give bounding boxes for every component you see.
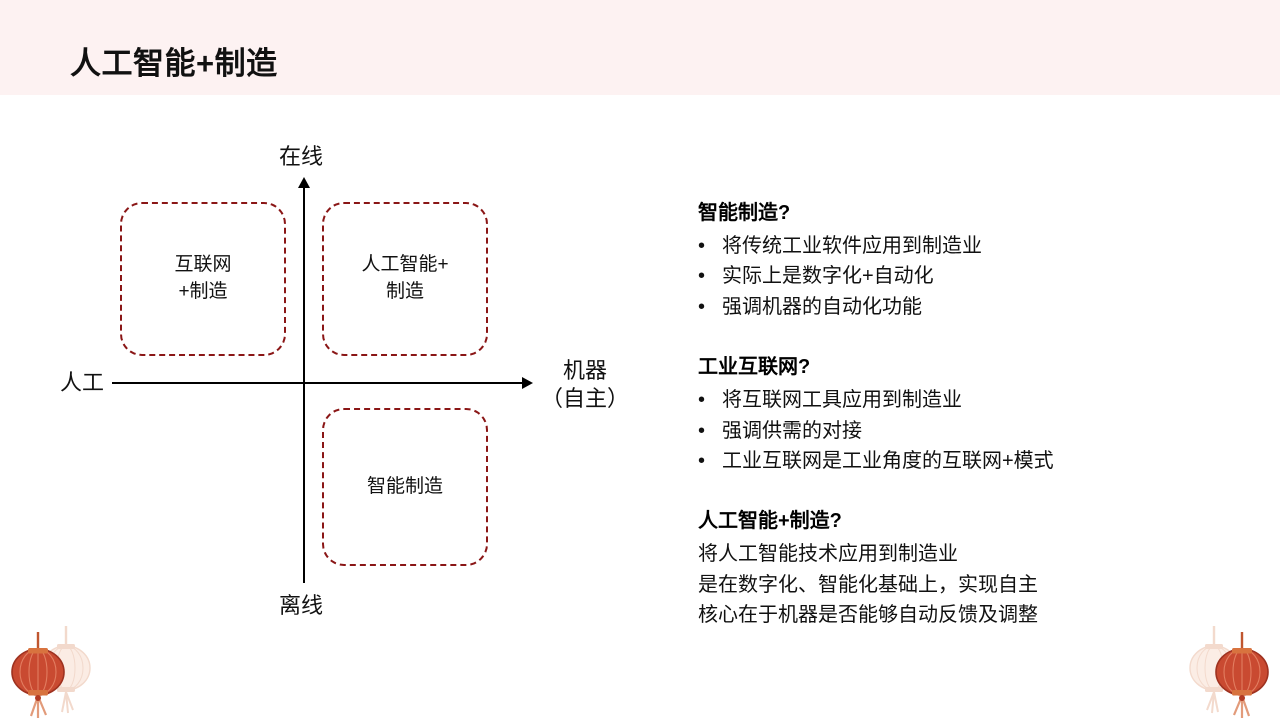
content-section-smart-manufacturing: 智能制造? • 将传统工业软件应用到制造业 • 实际上是数字化+自动化 • 强调… (698, 196, 1238, 322)
axis-label-manual: 人工 (60, 370, 105, 395)
bullet-text: 实际上是数字化+自动化 (722, 265, 934, 288)
bullet-text: 将互联网工具应用到制造业 (722, 389, 962, 412)
header-band: 人工智能+制造 (0, 0, 1280, 95)
bullet-item: • 强调机器的自动化功能 (698, 292, 1238, 322)
paragraph-line: 将人工智能技术应用到制造业 (698, 543, 958, 566)
bullet-item: • 将互联网工具应用到制造业 (698, 385, 1238, 415)
axis-arrow-up-icon (298, 177, 310, 188)
bullet-item: • 强调供需的对接 (698, 416, 1238, 446)
chinese-lantern-icon (1189, 626, 1269, 718)
axis-label-machine: 机器 （自主） (541, 357, 629, 413)
quadrant-label-line2: 制造 (385, 281, 424, 302)
paragraph-line: 核心在于机器是否能够自动反馈及调整 (698, 604, 1038, 627)
lantern-decoration-right (1180, 620, 1276, 720)
section-heading: 人工智能+制造? (698, 510, 842, 533)
axis-arrow-right-icon (522, 377, 533, 389)
quadrant-box-ai-manufacturing[interactable]: 人工智能+ 制造 (322, 202, 488, 356)
quadrant-label-line1: 互联网 (174, 254, 232, 276)
bullet-dot-icon: • (698, 389, 706, 412)
quadrant-label-line1: 人工智能+ (361, 254, 449, 276)
bullet-dot-icon: • (698, 235, 706, 257)
axis-label-offline: 离线 (279, 593, 324, 618)
quadrant-box-internet-manufacturing-text: 互联网 +制造 (174, 252, 231, 306)
bullet-text: 强调机器的自动化功能 (722, 295, 922, 318)
quadrant-label-line2: +制造 (178, 281, 228, 302)
bullet-item: • 将传统工业软件应用到制造业 (698, 231, 1238, 261)
chinese-lantern-icon (11, 626, 91, 718)
quadrant-diagram: 在线 离线 人工 机器 （自主） 互联网 +制造 人工智能+ 制造 智能制造 (0, 95, 660, 635)
quadrant-box-smart-manufacturing-text: 智能制造 (367, 474, 443, 501)
content-section-ai-manufacturing: 人工智能+制造? 将人工智能技术应用到制造业 是在数字化、智能化基础上，实现自主… (698, 504, 1238, 630)
bullet-dot-icon: • (698, 295, 706, 318)
content-column: 智能制造? • 将传统工业软件应用到制造业 • 实际上是数字化+自动化 • 强调… (698, 196, 1238, 631)
bullet-text: 将传统工业软件应用到制造业 (722, 235, 982, 257)
quadrant-label-line1: 智能制造 (366, 475, 443, 497)
lantern-decoration-left (4, 620, 100, 720)
bullet-text: 工业互联网是工业角度的互联网+模式 (722, 449, 1054, 472)
section-heading: 智能制造? (698, 202, 791, 224)
content-section-industrial-internet: 工业互联网? • 将互联网工具应用到制造业 • 强调供需的对接 • 工业互联网是… (698, 350, 1238, 476)
paragraph-line: 是在数字化、智能化基础上，实现自主 (698, 573, 1038, 596)
bullet-item: • 工业互联网是工业角度的互联网+模式 (698, 446, 1238, 476)
bullet-item: • 实际上是数字化+自动化 (698, 261, 1238, 291)
section-heading: 工业互联网? (698, 356, 811, 379)
axis-label-machine-line2: （自主） (541, 386, 630, 412)
horizontal-axis (112, 382, 524, 384)
bullet-dot-icon: • (698, 419, 706, 442)
quadrant-box-ai-manufacturing-text: 人工智能+ 制造 (361, 252, 448, 306)
quadrant-box-smart-manufacturing[interactable]: 智能制造 (322, 408, 488, 566)
vertical-axis (303, 185, 305, 583)
axis-label-online: 在线 (279, 144, 324, 169)
page-title: 人工智能+制造 (70, 46, 278, 81)
bullet-dot-icon: • (698, 449, 706, 472)
bullet-dot-icon: • (698, 265, 706, 288)
quadrant-box-internet-manufacturing[interactable]: 互联网 +制造 (120, 202, 286, 356)
bullet-text: 强调供需的对接 (722, 419, 862, 442)
axis-label-machine-line1: 机器 (563, 358, 608, 383)
